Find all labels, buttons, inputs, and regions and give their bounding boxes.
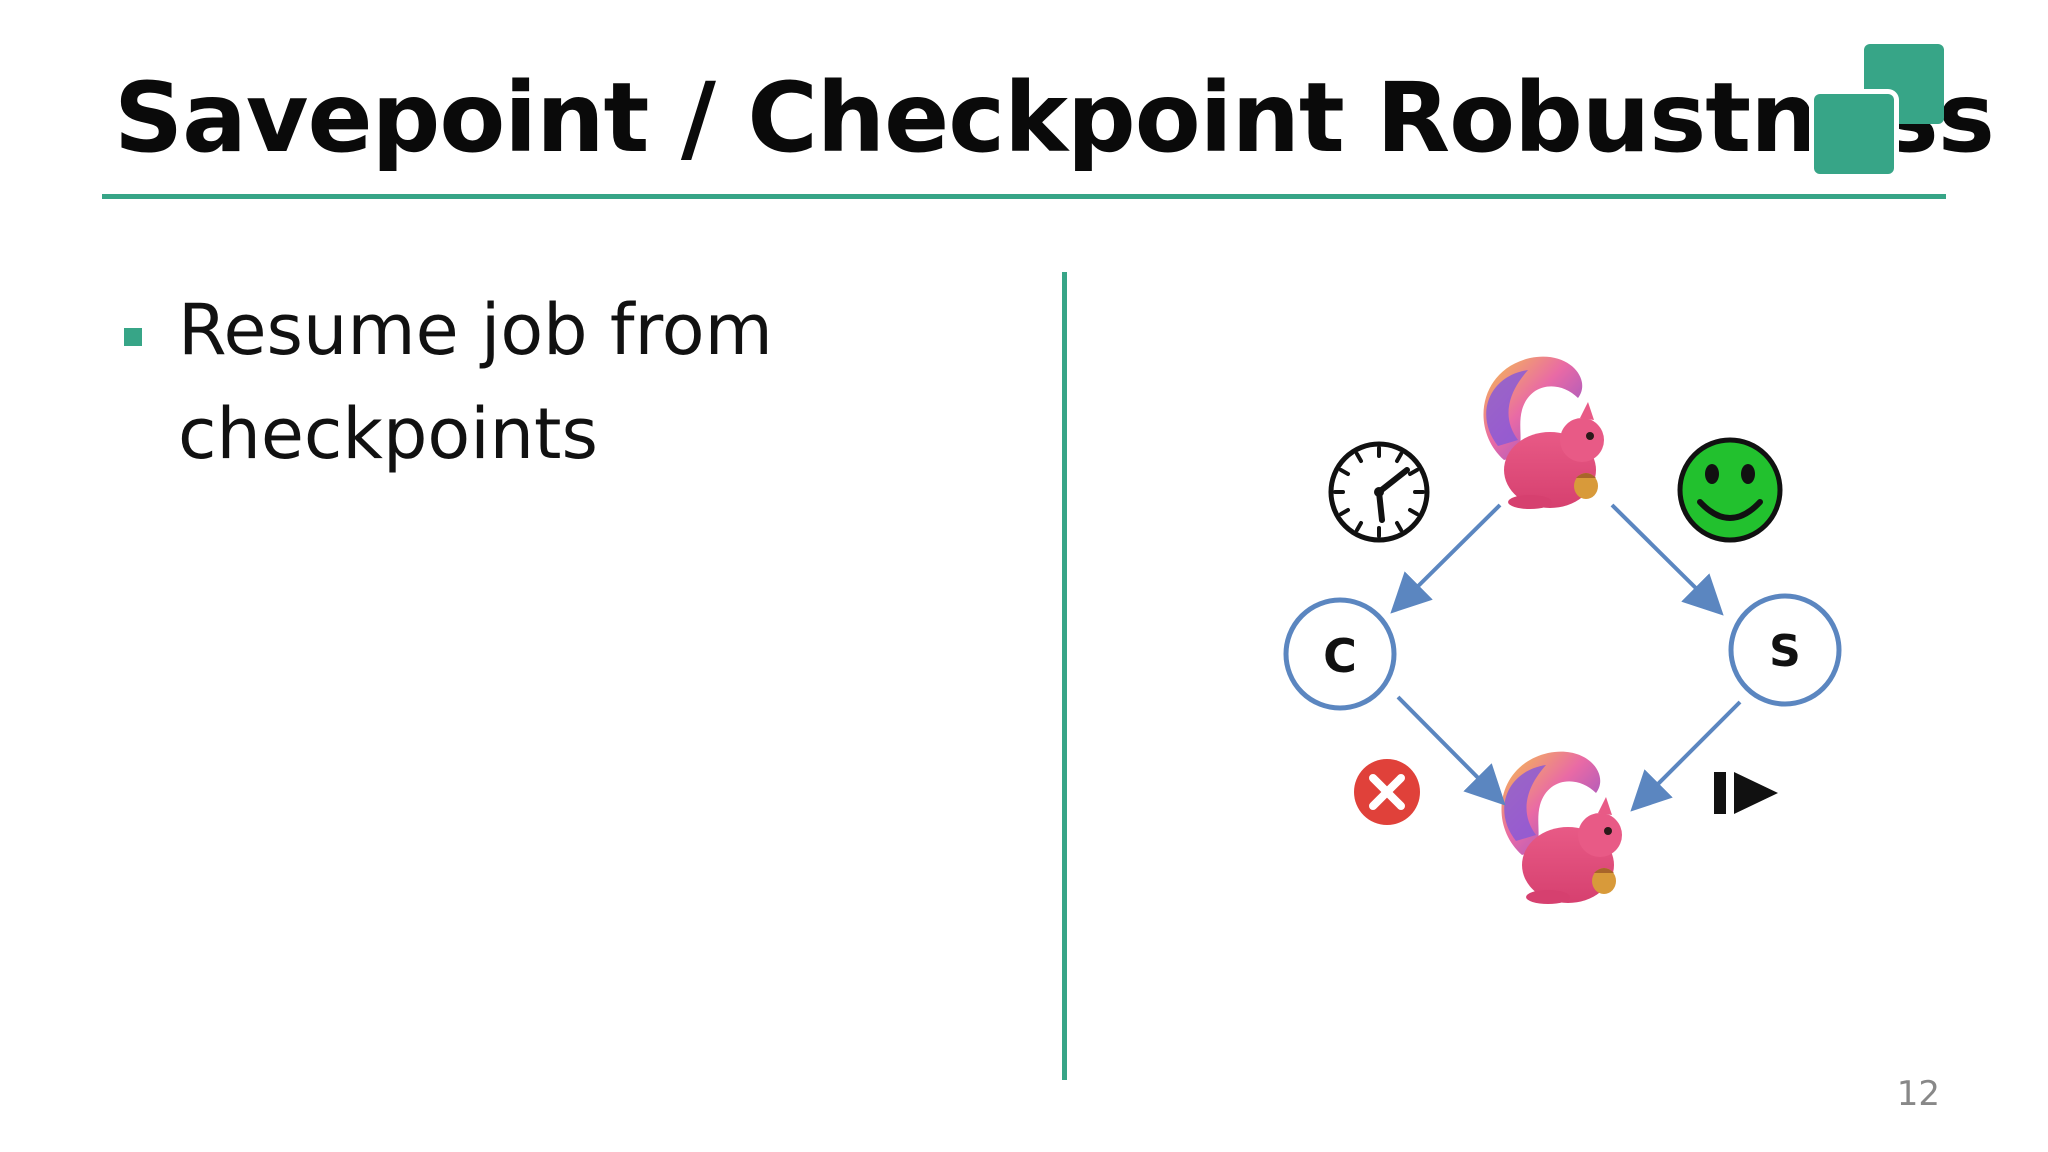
savepoint-node: S (1728, 593, 1842, 707)
logo (1814, 44, 1948, 176)
smiley-icon (1677, 437, 1783, 543)
arrow-job-to-checkpoint (1390, 503, 1502, 614)
bullet-marker (124, 328, 142, 346)
savepoint-node-label: S (1769, 626, 1801, 677)
play-resume-icon (1714, 772, 1778, 814)
arrow-savepoint-to-job (1630, 700, 1742, 812)
clock-icon (1328, 441, 1430, 543)
flink-squirrel-icon (1501, 751, 1622, 904)
column-divider (1062, 272, 1067, 1080)
title-underline (102, 194, 1946, 199)
checkpoint-node-label: C (1323, 629, 1357, 683)
logo-square-front (1814, 94, 1894, 174)
slide-title: Savepoint / Checkpoint Robustness (114, 62, 1995, 174)
red-x-icon (1354, 759, 1420, 825)
flink-squirrel-icon (1483, 356, 1604, 509)
page-number: 12 (1896, 1074, 1940, 1114)
bullet-text: Resume job from checkpoints (178, 289, 773, 475)
arrow-job-to-savepoint (1610, 503, 1724, 616)
arrow-checkpoint-to-job (1396, 695, 1506, 806)
checkpoint-node: C (1283, 597, 1397, 711)
